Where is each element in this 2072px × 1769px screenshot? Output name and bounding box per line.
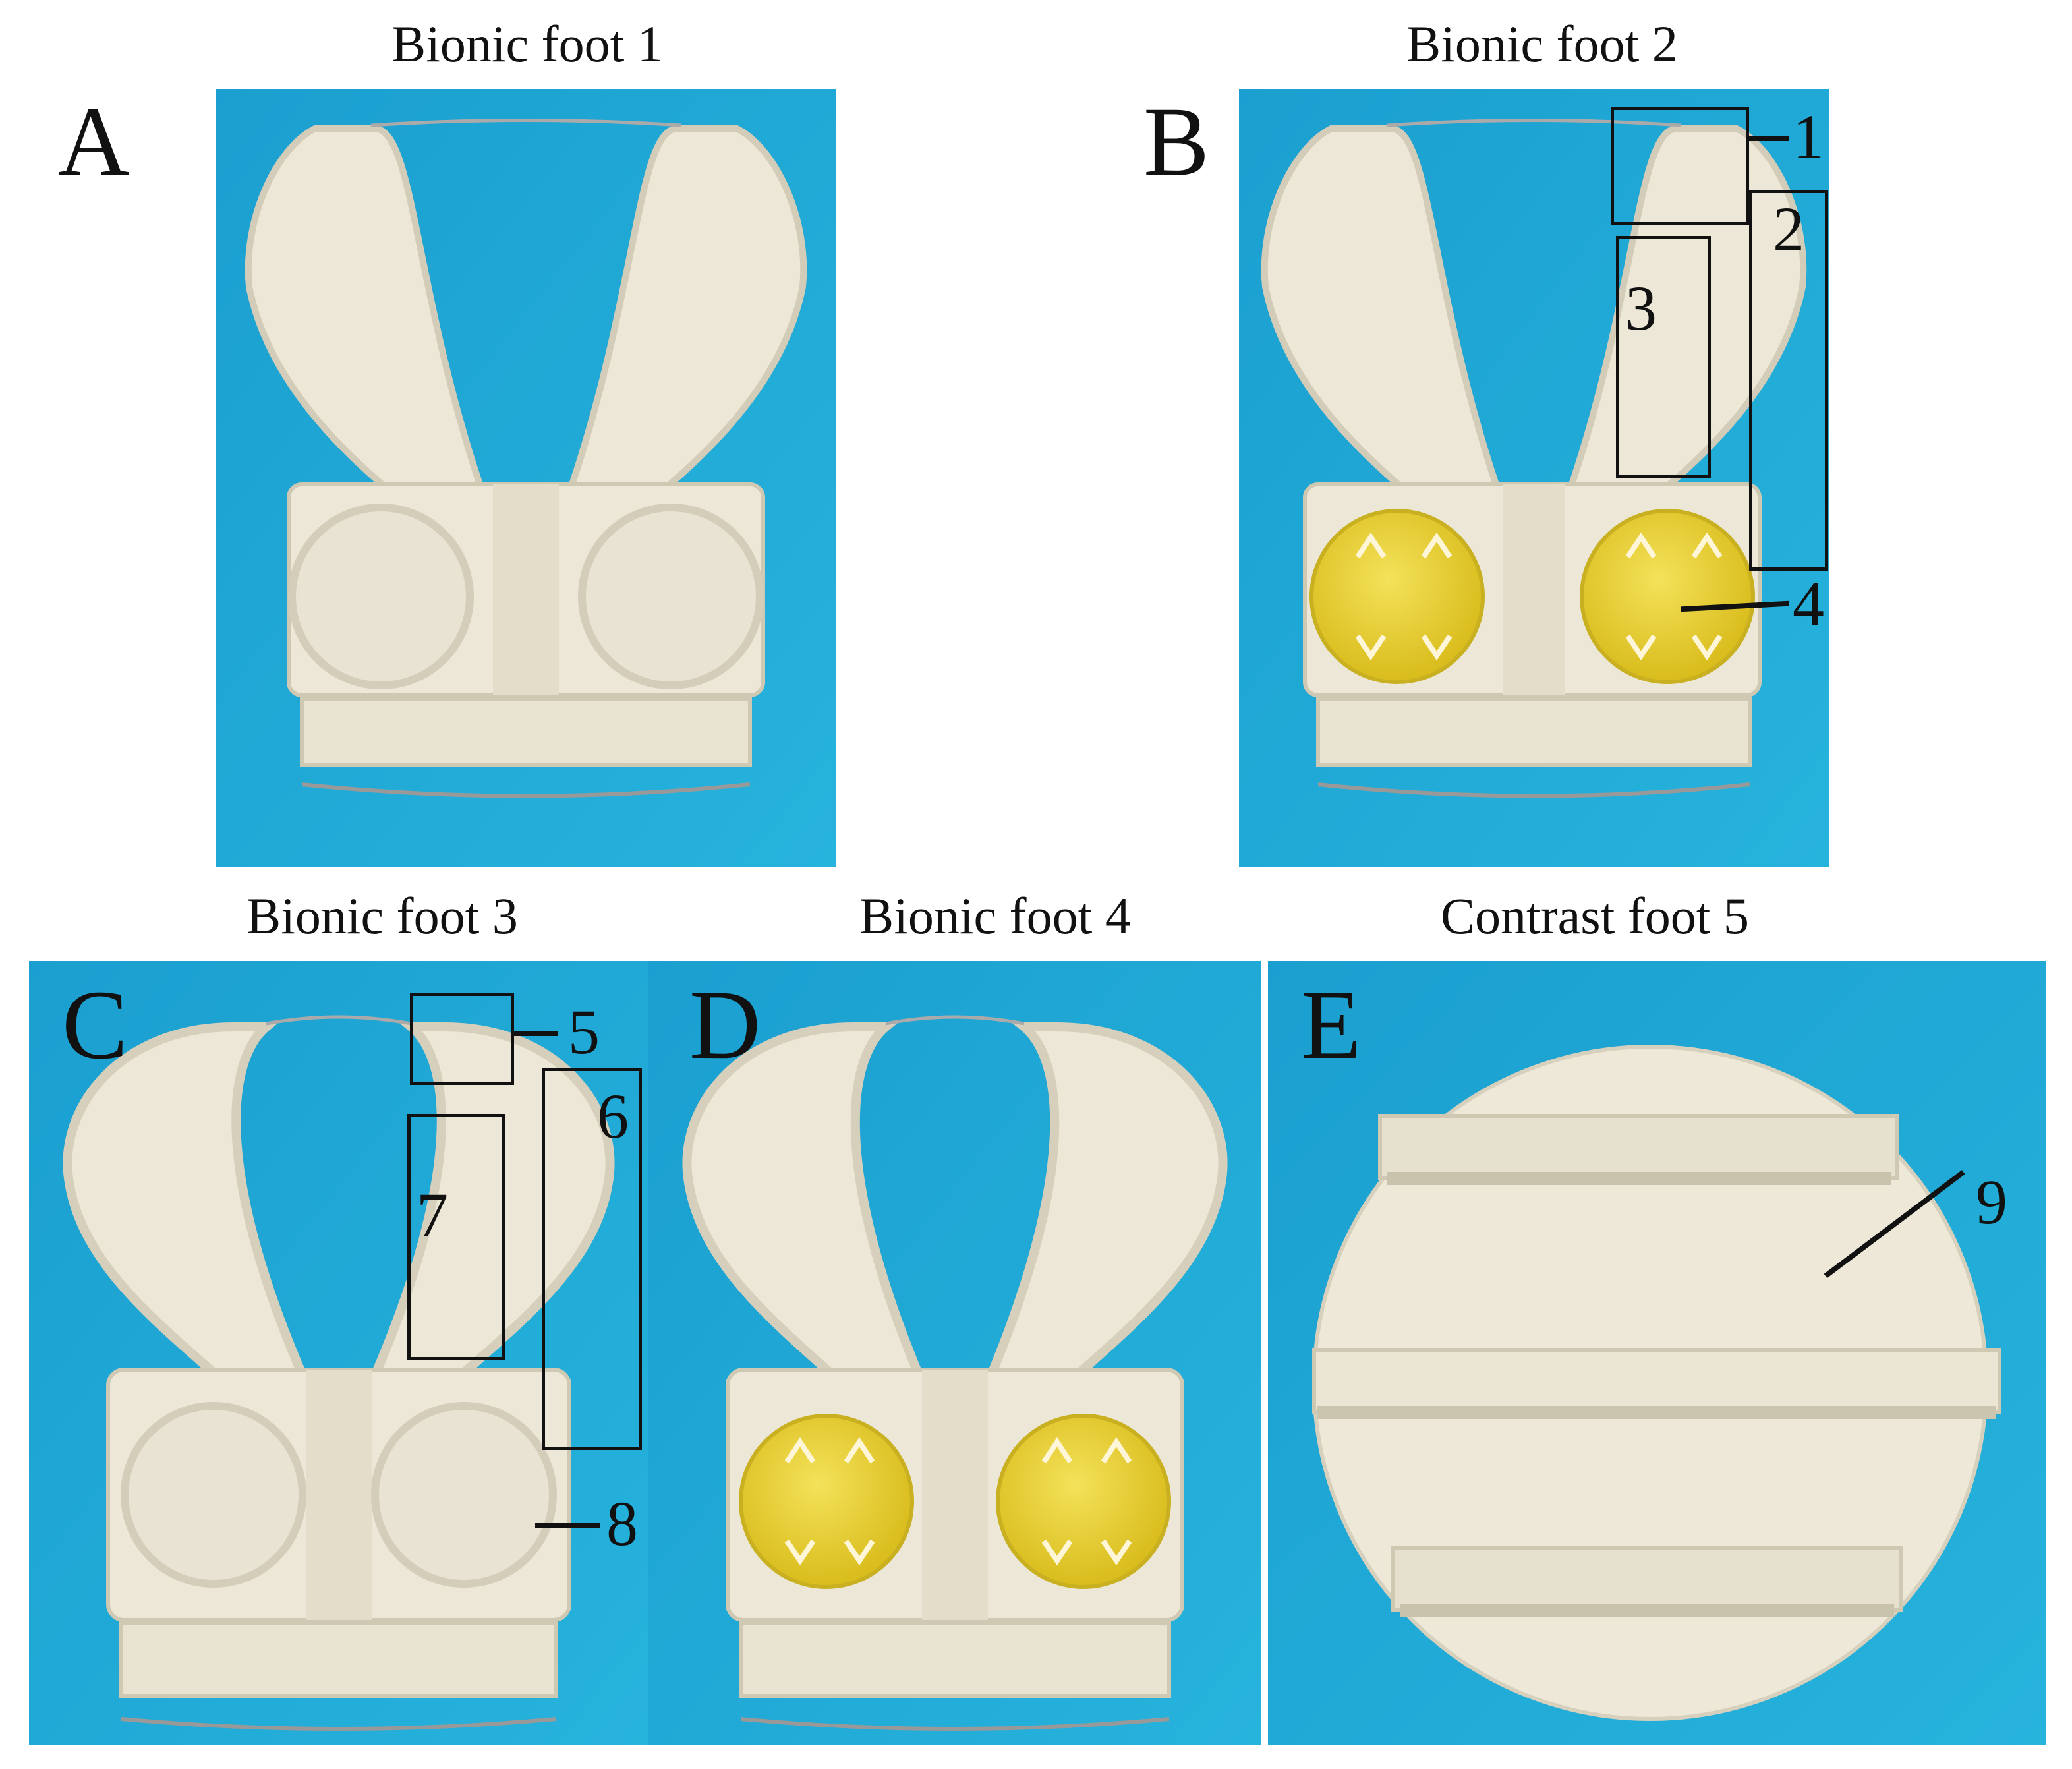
photo-contrast-foot-5 [1268,961,2046,1745]
callout-box-7 [407,1114,505,1360]
photo-bionic-foot-4 [648,961,1261,1745]
photo-bionic-foot-1 [216,89,836,867]
callout-number-7: 7 [417,1180,448,1250]
callout-number-1: 1 [1793,102,1824,172]
callout-number-3: 3 [1625,273,1657,343]
callout-number-5: 5 [568,997,600,1067]
callout-box-2 [1749,190,1828,571]
callout-box-3 [1616,236,1711,478]
photo-bionic-foot-3 [29,961,648,1745]
panel-d-title: Bionic foot 4 [859,887,1131,944]
bionic-foot-4-drawing [648,961,1261,1745]
callout-box-5 [410,993,514,1085]
callout-number-2: 2 [1773,194,1804,264]
contrast-foot-5-drawing [1268,961,2046,1745]
callout-line-1 [1749,136,1789,141]
callout-box-6 [542,1068,642,1450]
bionic-foot-2-drawing [1239,89,1829,867]
callout-number-4: 4 [1793,568,1824,639]
callout-number-8: 8 [606,1488,638,1559]
callout-number-9: 9 [1976,1167,2007,1237]
photo-bionic-foot-2 [1239,89,1829,867]
panel-b-title: Bionic foot 2 [1406,15,1678,72]
panel-b-letter: B [1143,87,1210,196]
panel-c-letter: C [62,970,129,1080]
bionic-foot-3-drawing [29,961,648,1745]
panel-e-title: Contrast foot 5 [1441,887,1749,944]
callout-line-8 [535,1522,600,1528]
panel-a-letter: A [58,87,130,196]
panel-a-title: Bionic foot 1 [391,15,663,72]
panel-e-letter: E [1301,970,1362,1080]
panel-c-title: Bionic foot 3 [246,887,518,944]
callout-box-1 [1611,107,1749,225]
panel-d-letter: D [689,970,761,1080]
bionic-foot-1-drawing [216,89,836,867]
callout-line-5 [514,1031,558,1036]
callout-number-6: 6 [597,1081,629,1151]
